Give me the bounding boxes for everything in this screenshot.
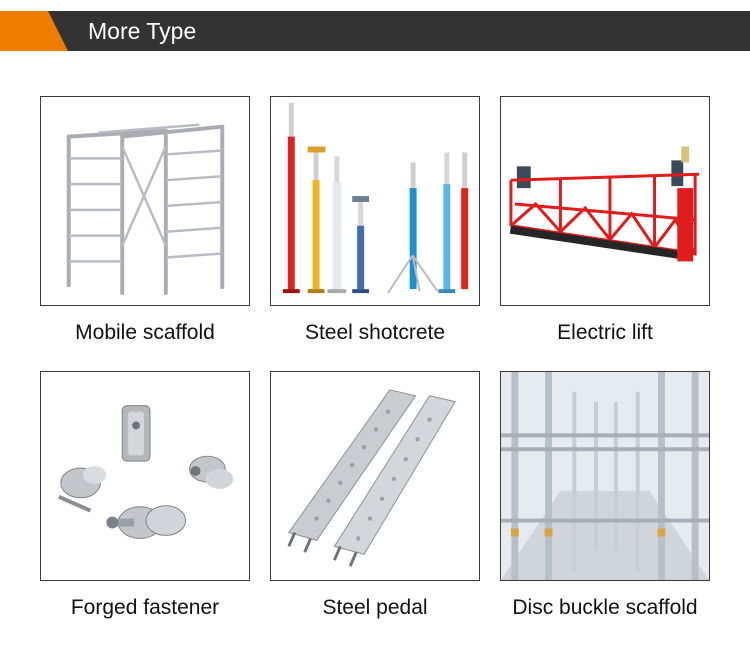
steel-planks-image: [287, 389, 457, 567]
product-card-mobile-scaffold[interactable]: [40, 96, 250, 306]
suspended-platform-image: [509, 146, 700, 262]
product-card-electric-lift[interactable]: [500, 96, 710, 306]
product-card-disc-buckle-scaffold[interactable]: [500, 371, 710, 581]
product-card-steel-pedal[interactable]: [270, 371, 480, 581]
product-label: Disc buckle scaffold: [512, 596, 698, 619]
product-label: Forged fastener: [70, 596, 220, 619]
product-card-steel-shotcrete[interactable]: [270, 96, 480, 306]
product-label: Electric lift: [557, 321, 653, 344]
product-label: Steel shotcrete: [304, 321, 446, 344]
ringlock-scaffold-image: [501, 372, 709, 580]
section-header: More Type: [0, 11, 750, 51]
product-label: Mobile scaffold: [75, 321, 215, 344]
section-title: More Type: [88, 18, 197, 44]
product-card-forged-fastener[interactable]: [40, 371, 250, 581]
header-bar: [0, 11, 750, 51]
scaffold-frame-image: [66, 123, 225, 296]
product-label: Steel pedal: [322, 596, 428, 619]
couplers-image: [58, 405, 234, 539]
steel-props-image: [282, 102, 469, 294]
